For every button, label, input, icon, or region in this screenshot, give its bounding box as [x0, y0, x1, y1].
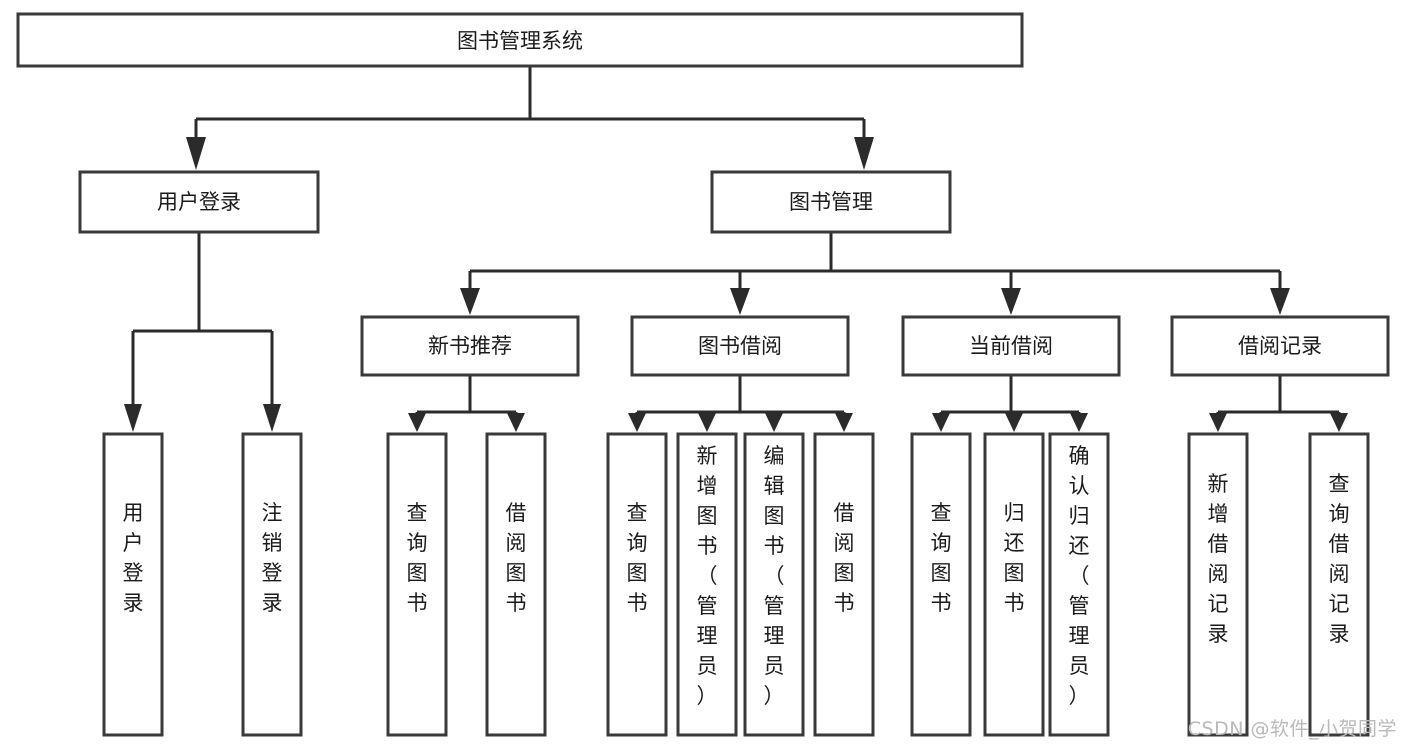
node-root[interactable]: 图书管理系统 — [16, 12, 1024, 68]
node-book-borrow-box[interactable] — [630, 315, 850, 377]
node-leaf-user-login-label: 用户登录 — [123, 501, 144, 615]
node-new-book-rec-label: 新书推荐 — [428, 334, 512, 358]
connector-layer — [124, 66, 1348, 432]
node-leaf-bb-add-box[interactable] — [676, 432, 738, 737]
node-leaf-cb-return-box[interactable] — [983, 432, 1045, 737]
arrow-head-leaf-br-query — [1330, 413, 1348, 432]
node-leaf-bb-borrow-label: 借阅图书 — [834, 501, 855, 615]
arrow-head-leaf-bb-query — [628, 413, 646, 432]
node-book-borrow-label: 图书借阅 — [698, 334, 782, 358]
node-leaf-cb-confirm[interactable]: 确认归还（管理员） — [1048, 432, 1110, 737]
node-leaf-user-login[interactable]: 用户登录 — [102, 432, 164, 737]
node-leaf-cb-confirm-label: 确认归还（管理员） — [1069, 444, 1090, 708]
node-leaf-cb-return-label: 归还图书 — [1004, 501, 1025, 615]
arrow-head-leaf-bb-add — [698, 413, 716, 432]
arrow-head-leaf-br-add — [1209, 413, 1227, 432]
arrow-head-current-borrow — [1001, 288, 1021, 315]
node-leaf-bb-borrow[interactable]: 借阅图书 — [813, 432, 875, 737]
arrow-head-leaf-cb-query — [932, 413, 950, 432]
node-leaf-br-query[interactable]: 查询借阅记录 — [1308, 432, 1370, 737]
node-leaf-bb-edit-box[interactable] — [743, 432, 805, 737]
arrow-head-leaf-cb-confirm — [1070, 413, 1088, 432]
node-leaf-br-query-box[interactable] — [1308, 432, 1370, 737]
node-borrow-record[interactable]: 借阅记录 — [1170, 315, 1390, 377]
arrow-head-leaf-logout — [263, 404, 281, 432]
node-current-borrow-box[interactable] — [901, 315, 1121, 377]
node-leaf-bb-edit[interactable]: 编辑图书（管理员） — [743, 432, 805, 737]
node-leaf-bb-borrow-box[interactable] — [813, 432, 875, 737]
node-leaf-nb-query-box[interactable] — [386, 432, 448, 737]
node-leaf-br-add-label: 新增借阅记录 — [1208, 472, 1229, 646]
node-root-label: 图书管理系统 — [457, 29, 583, 53]
arrow-head-leaf-bb-borrow — [835, 413, 853, 432]
node-leaf-logout-label: 注销登录 — [262, 501, 283, 615]
node-leaf-nb-query-label: 查询图书 — [407, 501, 428, 615]
node-leaf-cb-query[interactable]: 查询图书 — [910, 432, 972, 737]
node-new-book-rec-box[interactable] — [360, 315, 580, 377]
node-user-login-box[interactable] — [78, 170, 320, 234]
arrow-head-leaf-nb-query — [408, 413, 426, 432]
node-leaf-br-add[interactable]: 新增借阅记录 — [1187, 432, 1249, 737]
node-leaf-br-query-label: 查询借阅记录 — [1329, 472, 1350, 646]
node-leaf-nb-query[interactable]: 查询图书 — [386, 432, 448, 737]
node-leaf-nb-borrow[interactable]: 借阅图书 — [485, 432, 547, 737]
arrow-head-leaf-bb-edit — [765, 413, 783, 432]
node-leaf-cb-query-label: 查询图书 — [931, 501, 952, 615]
node-user-login[interactable]: 用户登录 — [78, 170, 320, 234]
arrow-head-borrow-record — [1270, 288, 1290, 315]
watermark: CSDN @软件_小贺同学 — [1187, 718, 1397, 740]
node-leaf-bb-edit-label: 编辑图书（管理员） — [764, 444, 785, 708]
node-leaf-bb-query-box[interactable] — [606, 432, 668, 737]
node-leaf-logout[interactable]: 注销登录 — [241, 432, 303, 737]
node-root-box[interactable] — [16, 12, 1024, 68]
node-user-login-label: 用户登录 — [157, 190, 241, 214]
node-book-manage-box[interactable] — [710, 170, 952, 234]
arrow-head-leaf-user-login — [124, 404, 142, 432]
arrow-head-book-borrow — [730, 288, 750, 315]
node-leaf-nb-borrow-label: 借阅图书 — [506, 501, 527, 615]
node-book-borrow[interactable]: 图书借阅 — [630, 315, 850, 377]
node-book-manage-label: 图书管理 — [789, 190, 873, 214]
node-current-borrow-label: 当前借阅 — [969, 334, 1053, 358]
node-leaf-br-add-box[interactable] — [1187, 432, 1249, 737]
arrow-head-leaf-cb-return — [1005, 413, 1023, 432]
node-leaf-logout-box[interactable] — [241, 432, 303, 737]
node-borrow-record-box[interactable] — [1170, 315, 1390, 377]
node-leaf-bb-query[interactable]: 查询图书 — [606, 432, 668, 737]
arrow-head-user-login — [186, 137, 206, 170]
node-current-borrow[interactable]: 当前借阅 — [901, 315, 1121, 377]
node-leaf-bb-query-label: 查询图书 — [627, 501, 648, 615]
node-leaf-bb-add-label: 新增图书（管理员） — [697, 444, 718, 708]
node-leaf-nb-borrow-box[interactable] — [485, 432, 547, 737]
node-leaf-bb-add[interactable]: 新增图书（管理员） — [676, 432, 738, 737]
arrow-head-book-manage — [854, 137, 874, 170]
node-leaf-cb-query-box[interactable] — [910, 432, 972, 737]
node-new-book-rec[interactable]: 新书推荐 — [360, 315, 580, 377]
node-leaf-user-login-box[interactable] — [102, 432, 164, 737]
arrow-head-new-book-rec — [460, 288, 480, 315]
arrow-head-leaf-nb-borrow — [507, 413, 525, 432]
node-leaf-cb-return[interactable]: 归还图书 — [983, 432, 1045, 737]
node-book-manage[interactable]: 图书管理 — [710, 170, 952, 234]
node-leaf-cb-confirm-box[interactable] — [1048, 432, 1110, 737]
node-borrow-record-label: 借阅记录 — [1238, 334, 1322, 358]
